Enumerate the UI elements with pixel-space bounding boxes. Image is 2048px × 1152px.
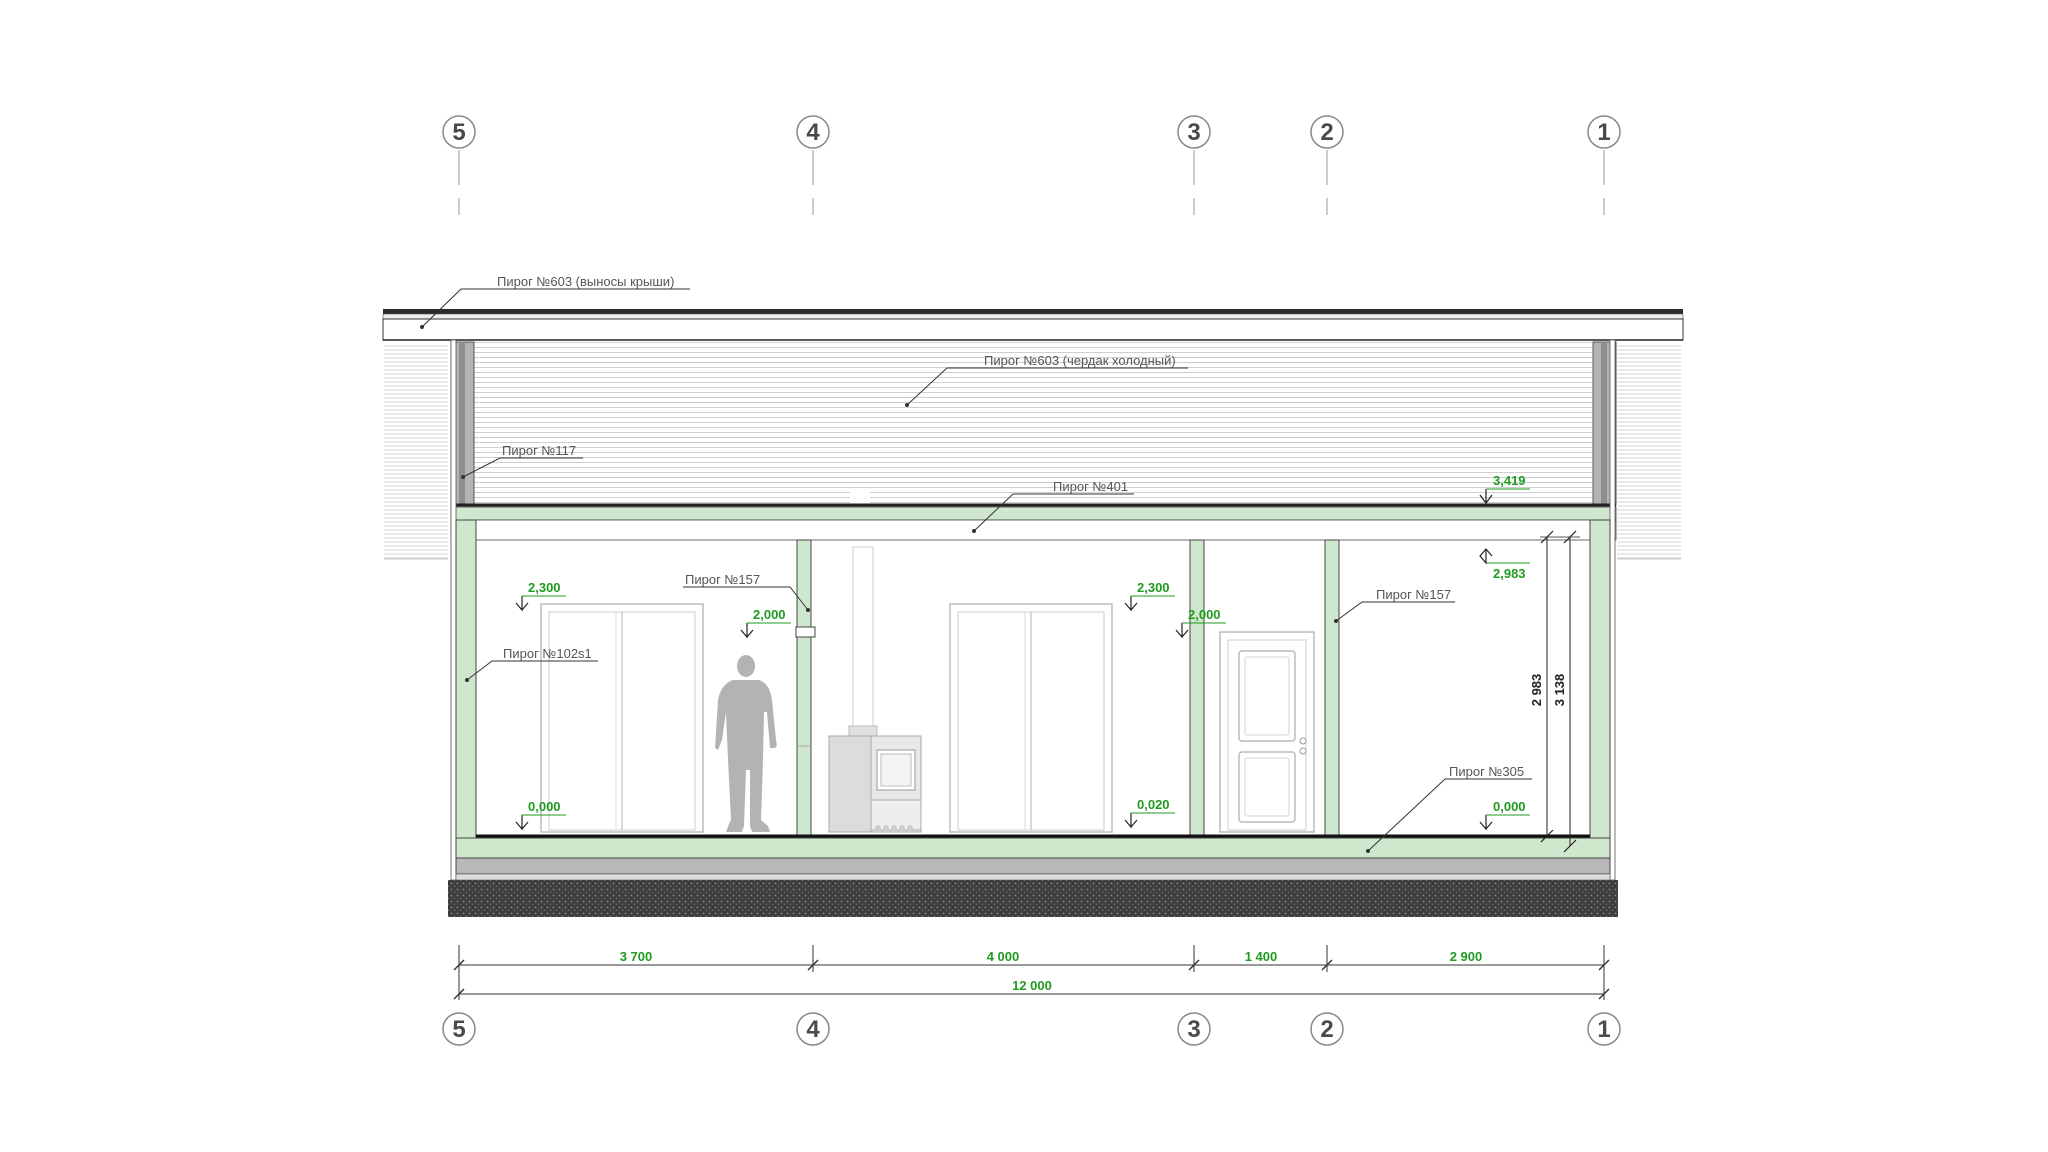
svg-text:2,000: 2,000 — [1188, 607, 1221, 622]
label-attic: Пирог №603 (чердак холодный) — [905, 353, 1188, 407]
eave-right — [1617, 345, 1681, 559]
elev-floor-mid: 0,020 — [1124, 797, 1175, 829]
floor-slab — [455, 834, 1611, 881]
axis-markers-bottom: 5 4 3 2 1 — [442, 1012, 1621, 1046]
svg-text:2,000: 2,000 — [753, 607, 786, 622]
svg-text:1: 1 — [1597, 1016, 1610, 1043]
svg-text:Пирог №603 (чердак холодный): Пирог №603 (чердак холодный) — [984, 353, 1176, 368]
axis-marker-1-bottom: 1 — [1587, 1012, 1621, 1046]
dimension-chains: 3 700 4 000 1 400 2 900 12 000 — [453, 945, 1610, 1000]
elev-floor-left: 0,000 — [515, 799, 566, 831]
svg-text:2,300: 2,300 — [1137, 580, 1170, 595]
dim-total: 12 000 — [1012, 978, 1052, 993]
ceiling-slab — [450, 503, 1617, 541]
roof — [382, 309, 1684, 341]
svg-text:Пирог №117: Пирог №117 — [502, 443, 576, 458]
elev-ceiling-bottom: 2,983 — [1479, 548, 1530, 581]
person-silhouette — [715, 655, 777, 832]
axis-marker-2-top: 2 — [1310, 115, 1344, 215]
label-partition-right: Пирог №157 — [1334, 587, 1455, 623]
elev-floor-right: 0,000 — [1479, 799, 1530, 831]
stove-icon — [828, 546, 922, 833]
dim-span-5-4: 3 700 — [620, 949, 653, 964]
svg-text:Пирог №157: Пирог №157 — [685, 572, 760, 587]
svg-text:Пирог №305: Пирог №305 — [1449, 764, 1524, 779]
sliding-window-left — [540, 603, 704, 833]
elev-window-left: 2,300 — [515, 580, 566, 612]
label-outer-wall: Пирог №102s1 — [465, 646, 598, 682]
panel-door — [1219, 631, 1315, 833]
axis-marker-2-bottom: 2 — [1310, 1012, 1344, 1046]
axis-marker-5-top: 5 — [442, 115, 476, 215]
svg-text:4: 4 — [806, 1016, 820, 1043]
svg-text:3,419: 3,419 — [1493, 473, 1526, 488]
svg-text:2,983: 2,983 — [1493, 566, 1526, 581]
vertical-dimensions: 2 983 3 138 — [1529, 530, 1580, 853]
svg-text:2,300: 2,300 — [528, 580, 561, 595]
label-floor: Пирог №305 — [1366, 764, 1532, 853]
label-partition-left: Пирог №157 — [683, 572, 810, 612]
svg-text:0,020: 0,020 — [1137, 797, 1170, 812]
eave-left — [384, 345, 448, 559]
ground-soil — [448, 880, 1618, 917]
dim-height-inner: 2 983 — [1529, 674, 1544, 707]
svg-text:3: 3 — [1187, 1016, 1200, 1043]
svg-text:0,000: 0,000 — [1493, 799, 1526, 814]
svg-text:2: 2 — [1320, 119, 1333, 146]
elev-door-mid: 2,000 — [1175, 607, 1226, 639]
dim-span-2-1: 2 900 — [1450, 949, 1483, 964]
svg-text:3: 3 — [1187, 119, 1200, 146]
svg-text:0,000: 0,000 — [528, 799, 561, 814]
axis-marker-3-top: 3 — [1177, 115, 1211, 215]
attic-space — [474, 342, 1592, 505]
label-gable-wall: Пирог №117 — [461, 443, 583, 479]
axis-marker-5-bottom: 5 — [442, 1012, 476, 1046]
dim-span-3-2: 1 400 — [1245, 949, 1278, 964]
axis-marker-4-top: 4 — [796, 115, 830, 215]
svg-text:2: 2 — [1320, 1016, 1333, 1043]
svg-text:1: 1 — [1597, 119, 1610, 146]
label-ceiling: Пирог №401 — [972, 479, 1134, 533]
svg-text:5: 5 — [452, 119, 465, 146]
axis-marker-3-bottom: 3 — [1177, 1012, 1211, 1046]
svg-text:4: 4 — [806, 119, 820, 146]
dim-height-total: 3 138 — [1552, 674, 1567, 707]
label-roof-overhang: Пирог №603 (выносы крыши) — [420, 274, 690, 329]
elev-door-left: 2,000 — [740, 607, 791, 639]
svg-text:Пирог №157: Пирог №157 — [1376, 587, 1451, 602]
elevation-marks: 3,419 2,983 2,300 2,000 2,300 2,000 — [515, 473, 1530, 831]
svg-text:Пирог №102s1: Пирог №102s1 — [503, 646, 592, 661]
svg-text:Пирог №401: Пирог №401 — [1053, 479, 1128, 494]
axis-marker-4-bottom: 4 — [796, 1012, 830, 1046]
partitions — [795, 539, 1340, 837]
layer-labels: Пирог №603 (выносы крыши) Пирог №603 (че… — [420, 274, 1532, 853]
axis-markers-top: 5 4 3 2 1 — [442, 115, 1621, 215]
elev-window-mid: 2,300 — [1124, 580, 1175, 612]
axis-marker-1-top: 1 — [1587, 115, 1621, 215]
dim-span-4-3: 4 000 — [987, 949, 1020, 964]
elev-ceiling-top: 3,419 — [1479, 473, 1530, 505]
sliding-window-mid — [949, 603, 1113, 833]
svg-text:5: 5 — [452, 1016, 465, 1043]
svg-text:Пирог №603 (выносы крыши): Пирог №603 (выносы крыши) — [497, 274, 674, 289]
